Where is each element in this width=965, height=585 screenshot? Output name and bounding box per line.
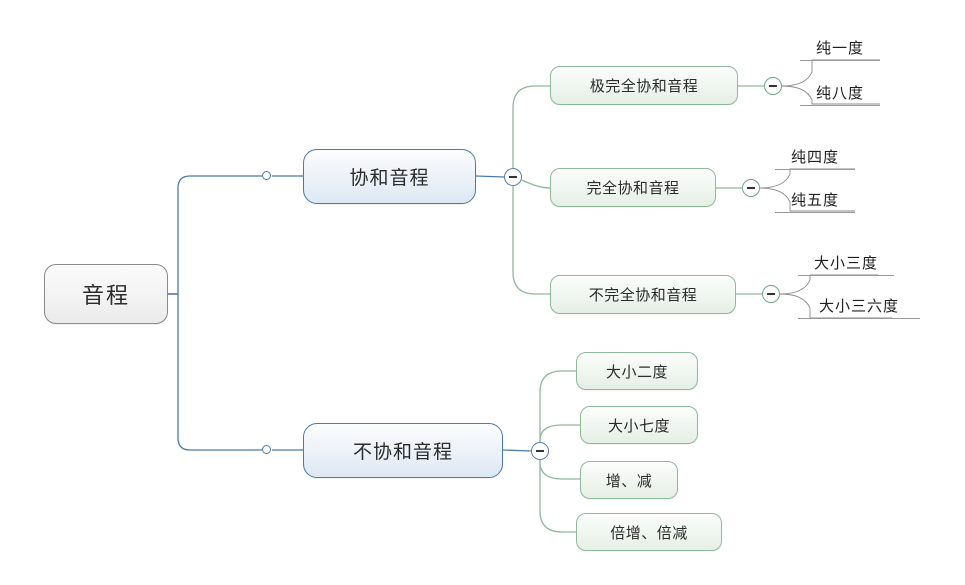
node-major-minor-second[interactable]: 大小二度 — [576, 352, 698, 390]
leaf-major-minor-third-sixth[interactable]: 大小三六度 — [798, 293, 920, 319]
link-sub3-leaf-2 — [779, 293, 892, 319]
minus-icon — [536, 450, 544, 452]
toggle-harmonic-interval[interactable] — [504, 168, 522, 186]
link-dissonant-child-3 — [539, 459, 580, 480]
node-doubly-augmented-diminished[interactable]: 倍增、倍减 — [576, 513, 722, 551]
link-sub1-leaf-2 — [781, 85, 880, 105]
leaf-perfect-fourth[interactable]: 纯四度 — [775, 144, 855, 170]
minus-icon — [747, 187, 755, 189]
node-augmented-diminished[interactable]: 增、减 — [580, 461, 678, 499]
node-major-minor-seventh[interactable]: 大小七度 — [580, 406, 698, 444]
node-perfect-consonance[interactable]: 完全协和音程 — [550, 168, 716, 207]
branch-dot-harmonic[interactable] — [262, 171, 271, 180]
link-dissonant-child-2 — [539, 424, 580, 443]
link-dissonant-to-toggle — [502, 449, 532, 452]
minus-icon — [767, 293, 775, 295]
node-dissonant-interval[interactable]: 不协和音程 — [303, 423, 503, 478]
toggle-perfect-consonance[interactable] — [742, 179, 760, 197]
link-harmonic-to-toggle — [475, 175, 505, 178]
link-dissonant-child-1 — [539, 370, 576, 443]
toggle-perfect-consonance-absolute[interactable] — [764, 77, 782, 95]
link-harmonic-child-2 — [521, 179, 551, 189]
toggle-imperfect-consonance[interactable] — [762, 285, 780, 303]
link-sub2-leaf-2 — [759, 187, 855, 212]
link-root-to-harmonic — [177, 175, 262, 294]
node-imperfect-consonance[interactable]: 不完全协和音程 — [550, 275, 736, 314]
link-sub2-leaf-1 — [759, 168, 855, 189]
branch-dot-dissonant[interactable] — [262, 445, 271, 454]
leaf-perfect-octave[interactable]: 纯八度 — [800, 80, 880, 106]
link-harmonic-child-3 — [512, 186, 550, 295]
leaf-perfect-unison[interactable]: 纯一度 — [800, 35, 880, 61]
link-harmonic-child-1 — [512, 85, 550, 168]
link-sub3-leaf-1 — [779, 274, 878, 295]
link-root-to-dissonant — [177, 294, 262, 451]
node-perfect-consonance-absolute[interactable]: 极完全协和音程 — [550, 66, 738, 105]
node-root[interactable]: 音程 — [44, 264, 168, 324]
node-harmonic-interval[interactable]: 协和音程 — [303, 149, 476, 204]
link-dissonant-child-4 — [539, 459, 576, 533]
leaf-major-minor-third[interactable]: 大小三度 — [798, 250, 894, 276]
toggle-dissonant-interval[interactable] — [531, 442, 549, 460]
minus-icon — [769, 85, 777, 87]
leaf-perfect-fifth[interactable]: 纯五度 — [775, 187, 855, 213]
minus-icon — [509, 176, 517, 178]
